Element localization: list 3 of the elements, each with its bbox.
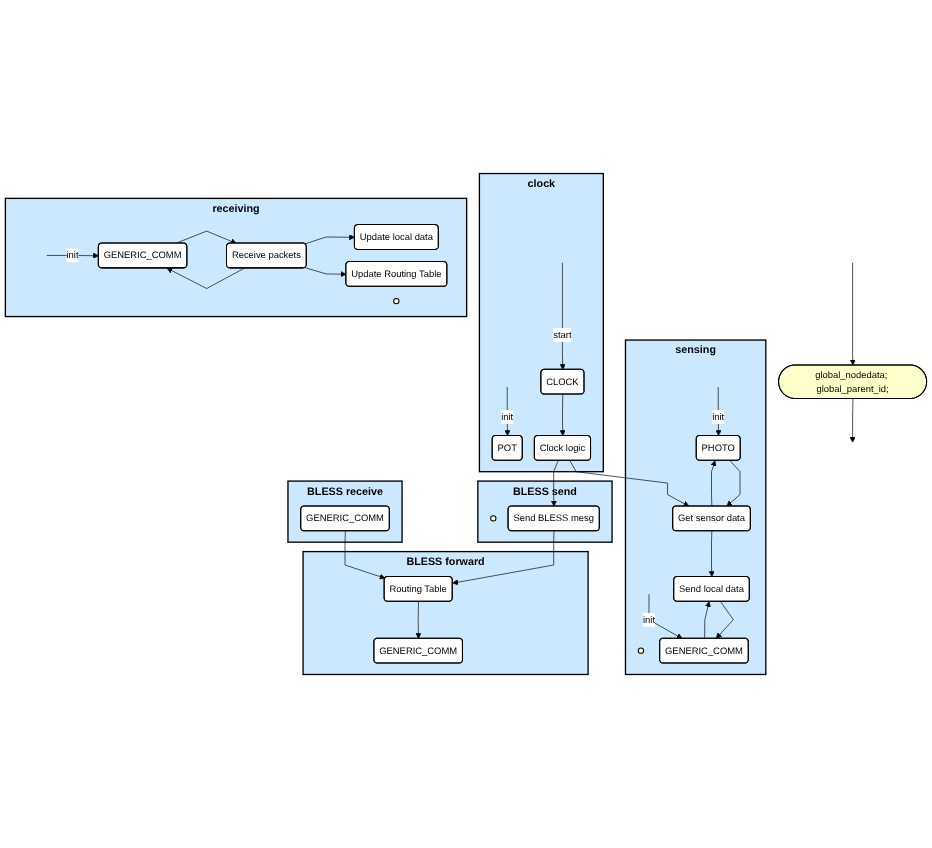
ellipse-marker [393, 297, 400, 305]
ellipse-marker [637, 647, 645, 654]
ellipse-marker [490, 515, 497, 522]
